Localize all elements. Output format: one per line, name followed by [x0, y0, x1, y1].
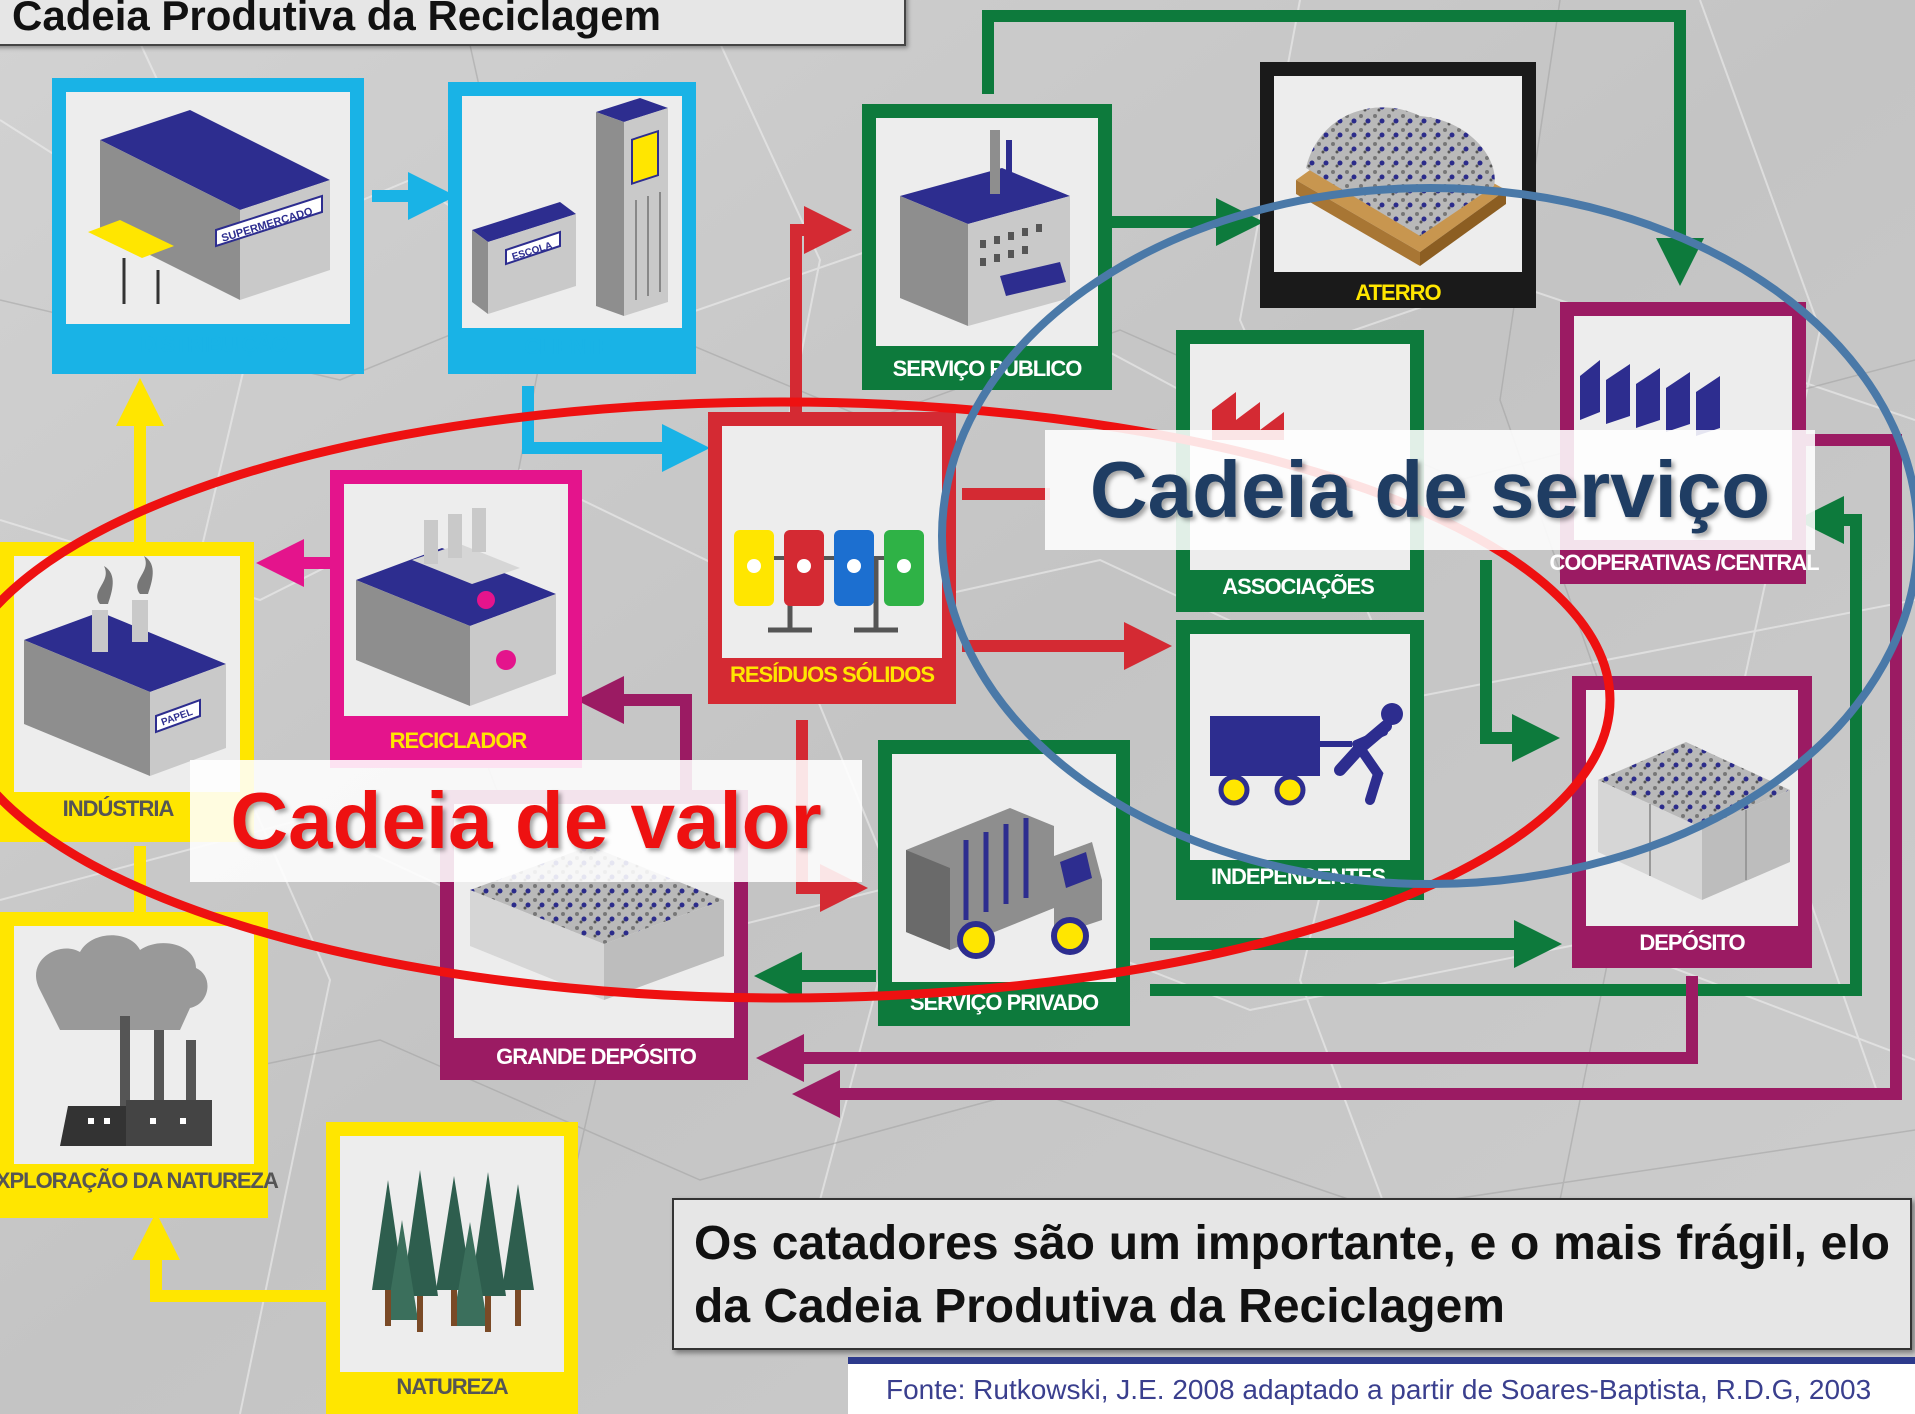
associacoes-warehouse-icon [1212, 392, 1284, 440]
label-aterro: ATERRO [1355, 280, 1441, 305]
recycling-plant-icon [356, 508, 556, 706]
node-residuos-solidos: RESÍDUOS SÓLIDOS [708, 412, 956, 704]
service-chain-label: Cadeia de serviço [1045, 430, 1815, 550]
label-deposito: DEPÓSITO [1639, 930, 1745, 955]
supermarket-icon: SUPERMERCADO [88, 110, 330, 304]
arrow-deposito-cooperativas [1150, 496, 1862, 996]
page-title: Cadeia Produtiva da Reciclagem [12, 0, 661, 39]
service-chain-ellipse [938, 184, 1915, 888]
note-box: Os catadores são um importante, e o mais… [672, 1198, 1912, 1350]
label-associacoes: ASSOCIAÇÕES [1222, 574, 1374, 599]
public-building-icon [900, 130, 1070, 326]
waste-picker-cart-icon [1210, 703, 1403, 806]
node-independentes: INDEPENDENTES [1176, 620, 1424, 900]
value-chain-ellipse [0, 397, 1615, 1003]
smoking-factory-icon [36, 935, 212, 1146]
label-cliente: CLIENTE [524, 334, 611, 359]
arrow-natureza-exploracao [132, 1212, 326, 1302]
label-cooperativas: COOPERATIVAS /CENTRAL [1549, 550, 1819, 575]
node-servico-publico: SERVIÇO PÚBLICO [862, 104, 1112, 390]
arrow-servico-publico-cooperativas [982, 10, 1704, 286]
cooperativas-warehouse-icon [1580, 360, 1720, 436]
forest-icon [372, 1170, 534, 1332]
title-box: Cadeia Produtiva da Reciclagem [0, 0, 906, 46]
label-grande-deposito: GRANDE DEPÓSITO [496, 1044, 697, 1069]
node-reciclador: RECICLADOR [330, 470, 582, 768]
node-cliente: ESCOLA CLIENTE [448, 82, 696, 374]
note-text: Os catadores são um importante, e o mais… [694, 1217, 1890, 1333]
arrow-associacoes-deposito [1480, 560, 1560, 762]
label-industria: INDÚSTRIA [63, 796, 175, 821]
node-natureza: NATUREZA [326, 1122, 578, 1414]
label-distribuicao: DISTRIBUIÇÃO [141, 332, 289, 357]
paper-factory-icon: PAPEL [24, 556, 226, 776]
arrow-cliente-residuos [522, 386, 710, 472]
source-text: Fonte: Rutkowski, J.E. 2008 adaptado a p… [886, 1374, 1872, 1405]
arrow-deposito-grande-deposito [756, 976, 1698, 1082]
garbage-truck-icon [906, 808, 1102, 959]
label-servico-publico: SERVIÇO PÚBLICO [893, 356, 1083, 381]
label-natureza: NATUREZA [396, 1374, 508, 1399]
label-residuos-solidos: RESÍDUOS SÓLIDOS [730, 662, 934, 687]
recycling-bins-icon [734, 530, 924, 633]
node-exploracao-natureza: EXPLORAÇÃO DA NATUREZA [0, 912, 280, 1218]
label-reciclador: RECICLADOR [390, 728, 528, 753]
bank-tower-icon [596, 98, 668, 316]
arrow-residuos-servico-publico [790, 206, 852, 412]
school-building-icon: ESCOLA [472, 202, 576, 314]
flow-arrows [116, 10, 1902, 1302]
node-distribuicao: SUPERMERCADO DISTRIBUIÇÃO [52, 78, 364, 374]
value-chain-label: Cadeia de valor [190, 760, 862, 882]
arrow-cooperativas-grande-deposito [792, 434, 1902, 1118]
source-box: Fonte: Rutkowski, J.E. 2008 adaptado a p… [848, 1357, 1915, 1414]
label-exploracao-natureza: EXPLORAÇÃO DA NATUREZA [0, 1168, 279, 1193]
